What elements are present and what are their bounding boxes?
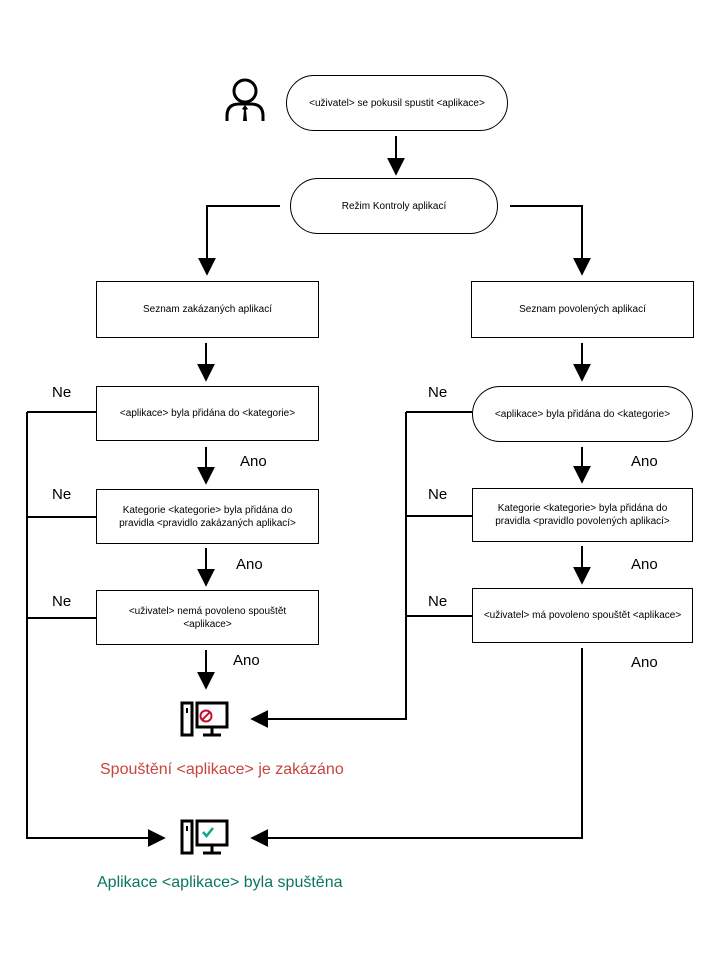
launched-result-text: Aplikace <aplikace> byla spuštěna [97,874,343,891]
right-yes-label-3: Ano [631,654,658,671]
right-yes-label-1: Ano [631,453,658,470]
user-icon [225,78,265,121]
left-q3-node: <uživatel> nemá povoleno spouštět <aplik… [96,590,319,645]
mode-node: Režim Kontroly aplikací [290,178,498,234]
left-q1-node: <aplikace> byla přidána do <kategorie> [96,386,319,441]
deny-list-node: Seznam zakázaných aplikací [96,281,319,338]
left-yes-label-3: Ano [233,652,260,669]
left-no-label-1: Ne [52,384,72,401]
blocked-result-text: Spouštění <aplikace> je zakázáno [100,761,344,778]
arrow-mode-to-deny [198,205,280,276]
right-no-label-1: Ne [428,384,448,401]
left-no-label-3: Ne [52,593,72,610]
right-yes-label-2: Ano [631,556,658,573]
left-yes-label-2: Ano [236,556,263,573]
right-no-label-2: Ne [428,486,448,503]
allow-list-node: Seznam povolených aplikací [471,281,694,338]
right-q1-node: <aplikace> byla přidána do <kategorie> [472,386,693,442]
arrow-right-yes-to-launched [250,648,583,847]
right-no-label-3: Ne [428,593,448,610]
arrow-mode-to-allow [510,205,591,276]
computer-blocked-icon [180,701,229,737]
arrow-left-no-to-launched [26,412,166,847]
left-no-label-2: Ne [52,486,72,503]
left-q2-node: Kategorie <kategorie> byla přidána do pr… [96,489,319,544]
right-q3-node: <uživatel> má povoleno spouštět <aplikac… [472,588,693,643]
arrow-right-no-to-blocked [250,412,407,728]
start-node: <uživatel> se pokusil spustit <aplikace> [286,75,508,131]
computer-allowed-icon [180,819,229,855]
right-q2-node: Kategorie <kategorie> byla přidána do pr… [472,488,693,542]
left-yes-label-1: Ano [240,453,267,470]
